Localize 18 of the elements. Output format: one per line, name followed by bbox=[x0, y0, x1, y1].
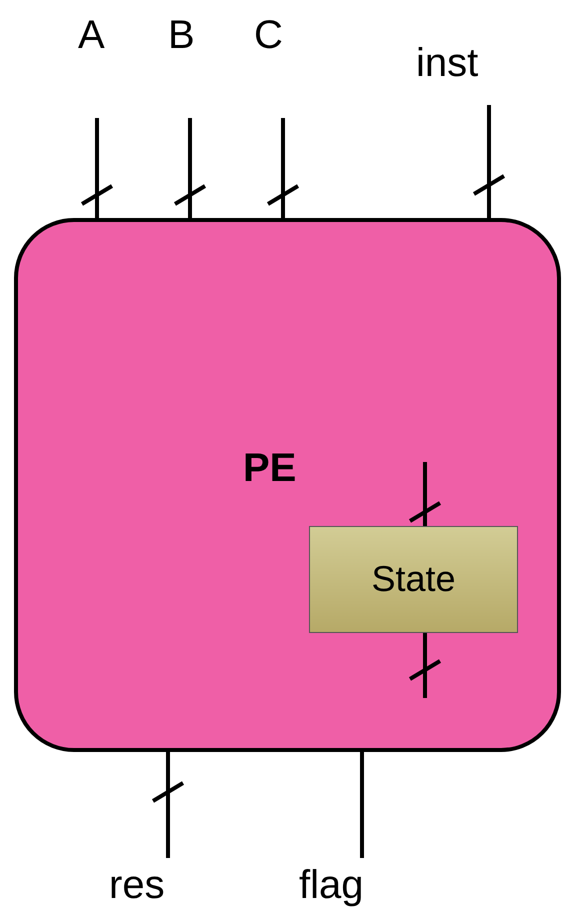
bus-wire bbox=[408, 460, 442, 528]
state-label: State bbox=[370, 557, 457, 601]
block-title: PE bbox=[243, 445, 296, 491]
state-register-box bbox=[309, 526, 518, 633]
input-label: A bbox=[78, 12, 116, 58]
bus-wire bbox=[266, 116, 300, 220]
bus-wire bbox=[173, 116, 207, 220]
bus-wire bbox=[360, 752, 364, 858]
bus-wire bbox=[151, 750, 185, 860]
processing-element-box bbox=[14, 218, 561, 752]
input-label: B bbox=[168, 12, 204, 58]
output-label: flag bbox=[299, 862, 385, 908]
bus-wire bbox=[472, 103, 506, 220]
output-label: res bbox=[109, 862, 185, 908]
bus-wire bbox=[80, 116, 114, 220]
bus-wire bbox=[408, 631, 442, 700]
input-label: C bbox=[254, 12, 288, 58]
input-label: inst bbox=[416, 40, 498, 86]
